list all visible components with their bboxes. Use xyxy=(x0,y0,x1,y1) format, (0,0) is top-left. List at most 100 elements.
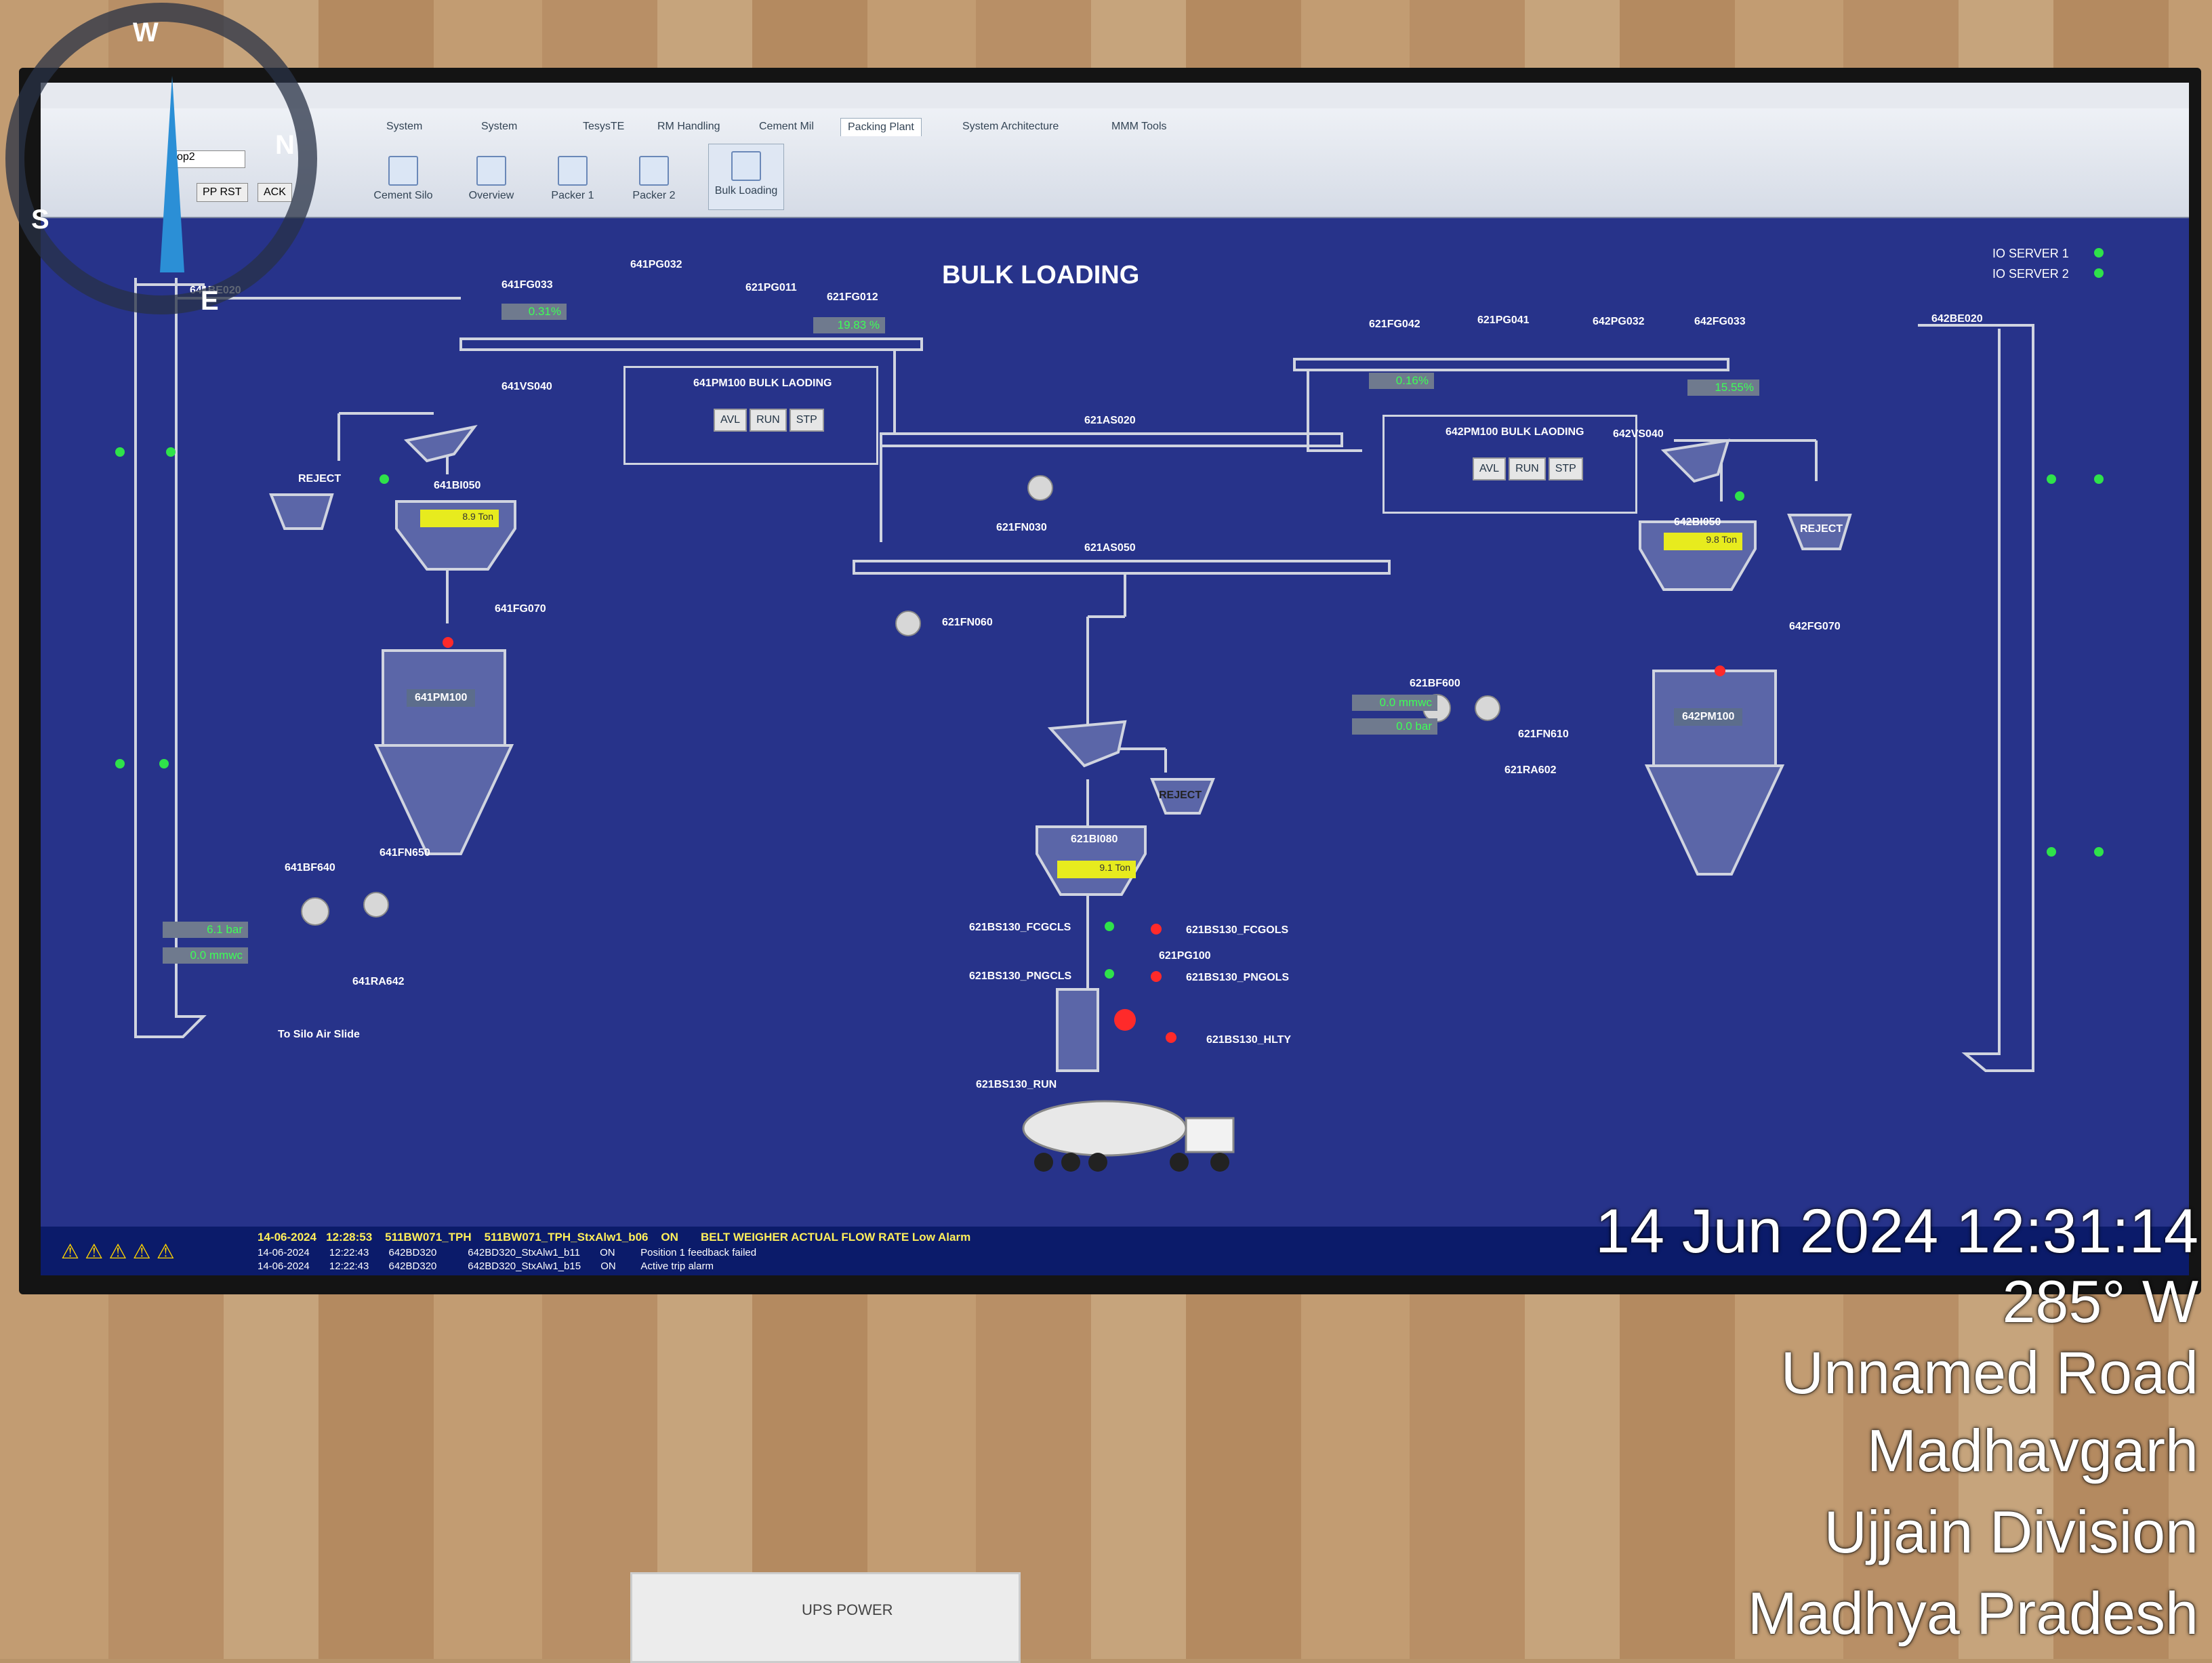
elevator-status xyxy=(2094,474,2104,484)
stp-button[interactable]: STP xyxy=(1548,457,1583,480)
641fg070-label: 641FG070 xyxy=(495,603,546,615)
as020-slide xyxy=(880,432,1343,447)
tab-packing-plant[interactable]: Packing Plant xyxy=(840,118,922,136)
alarm-state: ON xyxy=(600,1247,615,1258)
packer-2-button[interactable]: Packer 2 xyxy=(617,156,691,202)
timestamp-overlay: 14 Jun 2024 12:31:14 xyxy=(1595,1197,2198,1266)
alarm-date: 14-06-2024 xyxy=(258,1260,310,1272)
screen-icon xyxy=(388,156,418,186)
641bf640-label: 641BF640 xyxy=(285,862,335,874)
642be020-label: 642BE020 xyxy=(1931,313,1983,325)
run-button[interactable]: RUN xyxy=(750,409,787,432)
642pm100-panel-title: 642PM100 BULK LAODING xyxy=(1446,426,1584,438)
compass-n: N xyxy=(275,130,295,160)
641pm100-label: 641PM100 xyxy=(407,689,476,707)
641fg033-label: 641FG033 xyxy=(501,279,553,291)
621bf600-label: 621BF600 xyxy=(1410,678,1460,689)
621as050-label: 621AS050 xyxy=(1084,542,1136,554)
tab-mmm-tools[interactable]: MMM Tools xyxy=(1111,121,1167,132)
621bs130-fcgols-label: 621BS130_FCGOLS xyxy=(1186,924,1289,936)
as050-slide xyxy=(853,560,1391,575)
pngols-status-red xyxy=(1151,971,1162,982)
left-reject-label: REJECT xyxy=(298,473,342,485)
621bi080-weight: 9.1 Ton xyxy=(1057,861,1136,878)
elevator-status xyxy=(115,759,125,768)
642bi050-label: 642BI050 xyxy=(1674,516,1721,528)
compass-w: W xyxy=(133,18,159,47)
elevator-status xyxy=(2094,847,2104,857)
641vs040-label: 641VS040 xyxy=(501,381,552,392)
621bs130-pngols-label: 621BS130_PNGOLS xyxy=(1186,972,1290,983)
642pm100-label: 642PM100 xyxy=(1674,708,1743,726)
alarm-date: 14-06-2024 xyxy=(258,1231,316,1244)
packer-1-button[interactable]: Packer 1 xyxy=(535,156,610,202)
tab-cement-mil[interactable]: Cement Mil xyxy=(759,121,814,132)
alarm-row-2[interactable]: 14-06-2024 12:22:43 642BD320 642BD320_St… xyxy=(258,1247,756,1258)
621pg011-label: 621PG011 xyxy=(745,282,797,293)
avl-button[interactable]: AVL xyxy=(714,409,747,432)
stp-button[interactable]: STP xyxy=(789,409,824,432)
town-overlay: Madhavgarh xyxy=(1866,1417,2198,1484)
alarm-row-3[interactable]: 14-06-2024 12:22:43 642BD320 642BD320_St… xyxy=(258,1260,714,1272)
tab-tesyste[interactable]: TesysTE xyxy=(583,121,625,132)
fcgcls-status-green xyxy=(1105,922,1114,931)
packer-2-label: Packer 2 xyxy=(632,190,676,201)
center-reject-hopper xyxy=(1150,778,1215,815)
641bi050-label: 641BI050 xyxy=(434,480,481,491)
left-pressure-bar: 6.1 bar xyxy=(163,922,248,938)
tab-rm-handling[interactable]: RM Handling xyxy=(657,121,720,132)
left-separator xyxy=(403,425,478,463)
alarm-message: Position 1 feedback failed xyxy=(640,1247,757,1258)
process-diagram: BULK LOADING IO SERVER 1 IO SERVER 2 641… xyxy=(41,217,2189,1227)
overview-label: Overview xyxy=(468,190,514,201)
hlty-status-red xyxy=(1166,1032,1176,1043)
621fg012-value: 19.83 % xyxy=(813,317,885,333)
screen-icon xyxy=(731,151,761,181)
tab-system[interactable]: System xyxy=(386,121,423,132)
right-reject-hopper xyxy=(1787,514,1852,550)
packer-1-label: Packer 1 xyxy=(551,190,594,201)
io-server-1: IO SERVER 1 xyxy=(1992,247,2069,260)
elevator-status xyxy=(166,447,176,457)
alarm-time: 12:22:43 xyxy=(329,1260,369,1272)
642fg033-label: 642FG033 xyxy=(1694,316,1746,327)
621bi080-label: 621BI080 xyxy=(1071,834,1118,845)
tanker-truck xyxy=(1022,1009,1235,1172)
621bs130-fcgcls-label: 621BS130_FCGCLS xyxy=(969,922,1071,933)
621pg100-label: 621PG100 xyxy=(1159,950,1211,962)
tab-system-architecture[interactable]: System Architecture xyxy=(962,121,1059,132)
642fg070-label: 642FG070 xyxy=(1789,621,1841,632)
avl-button[interactable]: AVL xyxy=(1473,457,1507,480)
alarm-tag2: 642BD320_StxAlw1_b15 xyxy=(468,1260,581,1272)
642bi050-weight: 9.8 Ton xyxy=(1664,533,1742,550)
run-button[interactable]: RUN xyxy=(1509,457,1546,480)
alarm-date: 14-06-2024 xyxy=(258,1247,310,1258)
621fn610-label: 621FN610 xyxy=(1518,728,1569,740)
compass-e: E xyxy=(201,286,219,316)
alarm-message: BELT WEIGHER ACTUAL FLOW RATE Low Alarm xyxy=(700,1231,971,1244)
alarm-tag2: 511BW071_TPH_StxAlw1_b06 xyxy=(484,1231,649,1244)
warning-icon[interactable]: ⚠ ⚠ ⚠ ⚠ ⚠ xyxy=(61,1241,175,1263)
overview-button[interactable]: Overview xyxy=(454,156,529,202)
window-titlebar xyxy=(41,83,2189,109)
screen-icon xyxy=(558,156,588,186)
left-spout xyxy=(373,744,514,855)
elevator-status xyxy=(159,759,169,768)
621bs130-pngcls-label: 621BS130_PNGCLS xyxy=(969,970,1072,982)
alarm-row-1[interactable]: 14-06-2024 12:28:53 511BW071_TPH 511BW07… xyxy=(258,1231,970,1244)
center-reject-label: REJECT xyxy=(1159,789,1202,801)
elevator-status xyxy=(2047,847,2056,857)
642fg033-value: 15.55% xyxy=(1687,379,1759,396)
641pg032-label: 641PG032 xyxy=(630,259,682,270)
right-bin xyxy=(1639,520,1757,591)
bulk-loading-button[interactable]: Bulk Loading xyxy=(708,144,784,210)
to-silo-air-slide-label: To Silo Air Slide xyxy=(278,1029,360,1040)
pngcls-status-green xyxy=(1105,969,1114,979)
cement-silo-button[interactable]: Cement Silo xyxy=(366,156,441,202)
alarm-state: ON xyxy=(600,1260,616,1272)
tab-system-2[interactable]: System xyxy=(481,121,518,132)
alarm-banner[interactable]: 14-06-2024 12:28:53 511BW071_TPH 511BW07… xyxy=(41,1227,2189,1275)
elevator-status xyxy=(2047,474,2056,484)
641fn650-label: 641FN650 xyxy=(380,847,430,859)
641bi050-weight: 8.9 Ton xyxy=(420,510,499,527)
